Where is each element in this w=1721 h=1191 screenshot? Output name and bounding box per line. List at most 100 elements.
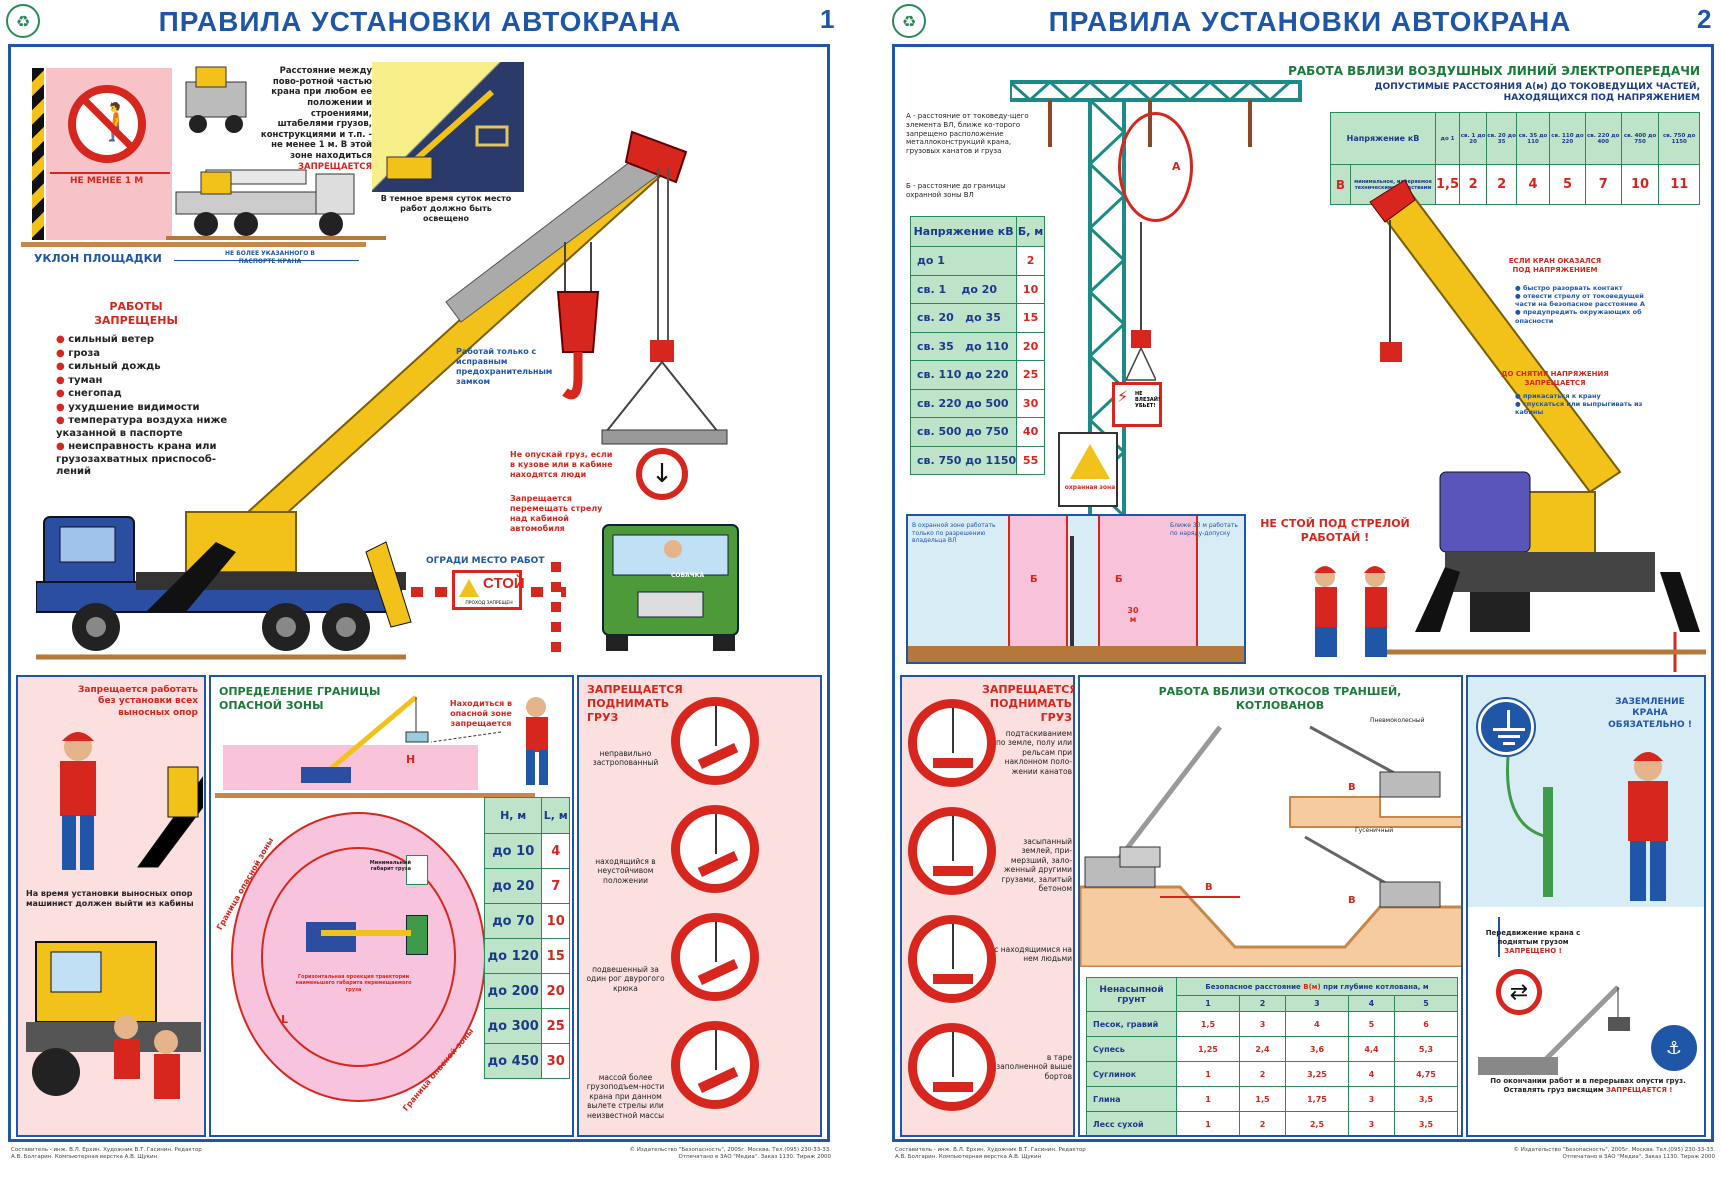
stop-sign: СТОЙ ПРОХОД ЗАПРЕЩЕН: [452, 570, 525, 610]
truck-crane-illustration-2: [1369, 179, 1706, 672]
bullet-icon: ●: [56, 441, 69, 452]
bullet-icon: ●: [1515, 392, 1523, 400]
lift-forbidden-icon: [908, 699, 996, 787]
lift-forbidden-title-2: ЗАПРЕЩАЕТСЯ ПОДНИМАТЬ ГРУЗ: [982, 683, 1075, 724]
danger-zone-title: ОПРЕДЕЛЕНИЕ ГРАНИЦЫ ОПАСНОЙ ЗОНЫ: [219, 685, 381, 712]
slopes-panel: РАБОТА ВБЛИЗИ ОТКОСОВ ТРАНШЕЙ, КОТЛОВАНО…: [1078, 675, 1463, 1137]
crane-with-load-illustration: [1478, 985, 1630, 1075]
dont-stand-text: НЕ СТОЙ ПОД СТРЕЛОЙ РАБОТАЙ !: [1260, 517, 1410, 544]
pneumatic-label: Пневмоколесный: [1370, 717, 1425, 724]
not-near-sign: ⚡ НЕ ВЛЕЗАЙ! УБЬЕТ!: [1112, 382, 1162, 427]
poster1-top-panel: 🚶 НЕ МЕНЕЕ 1 М Расстояние между пово-рот…: [16, 52, 822, 672]
fence-label: ОГРАДИ МЕСТО РАБОТ: [426, 556, 545, 566]
workers-crane-illustration: [26, 941, 201, 1099]
work-forbidden-item: ● снегопад: [56, 388, 122, 399]
work-forbidden-item: ● сильный ветер: [56, 334, 155, 345]
hazard-stripe: [32, 68, 44, 240]
work-forbidden-title: РАБОТЫ ЗАПРЕЩЕНЫ: [94, 300, 178, 327]
under-voltage-item: ● быстро разорвать контакт: [1515, 284, 1623, 292]
soil-table: Ненасыпной грунт Безопасное расстояние В…: [1086, 977, 1459, 1135]
bullet-icon: ●: [56, 334, 69, 345]
lift-forbidden-text: находящийся в неустойчивом положении: [595, 857, 656, 885]
slopes-illustration: [1080, 725, 1461, 967]
outriggers-forbidden-text: Запрещается работать без установки всех …: [77, 685, 198, 718]
b-definition: Б - расстояние до границы охранной зоны …: [906, 182, 1006, 199]
poster1-footer-left: Составитель - инж. В.Л. Ерхин. Художник …: [11, 1147, 202, 1161]
operator-exit-text: На время установки выносных опор машинис…: [26, 889, 194, 908]
distance-a-circle: [1118, 112, 1193, 222]
lift-forbidden-panel-1: ЗАПРЕЩАЕТСЯ ПОДНИМАТЬ ГРУЗ неправильно з…: [577, 675, 822, 1137]
grounding-worker-illustration: [1506, 752, 1668, 901]
truck-crane-illustration: [36, 130, 728, 660]
crane-rear-sketch: [185, 66, 247, 133]
horizontal-projection-label: Горизонтальная проекция траектории наиме…: [295, 974, 412, 993]
dark-time-text: В темное время суток место работ должно …: [380, 194, 512, 223]
grounding-text: ЗАЗЕМЛЕНИЕ КРАНА ОБЯЗАТЕЛЬНО !: [1608, 697, 1692, 730]
a-label: А: [1172, 160, 1181, 173]
lift-forbidden-icon: [671, 1021, 759, 1109]
min-distance-label: НЕ МЕНЕЕ 1 М: [70, 176, 144, 186]
until-off-title: ДО СНЯТИЯ НАПРЯЖЕНИЯ ЗАПРЕЩАЕТСЯ: [1501, 370, 1609, 387]
moving-forbidden-text: Передвижение крана с поднятым грузом ЗАП…: [1485, 929, 1581, 955]
power-lines-sub: ДОПУСТИМЫЕ РАССТОЯНИЯ А(м) ДО ТОКОВЕДУЩИ…: [1374, 82, 1700, 104]
no-move-boom-text: Запрещается перемещать стрелу над кабино…: [510, 494, 603, 533]
work-forbidden-item: ● сильный дождь: [56, 361, 161, 372]
lift-forbidden-icon: [671, 697, 759, 785]
l-label: L: [281, 1013, 289, 1026]
lift-forbidden-text: массой более грузоподъем-ности крана при…: [586, 1073, 665, 1120]
work-forbidden-item: ● температура воздуха ниже указанной в п…: [56, 415, 228, 439]
under-voltage-item: ● предупредить окружающих об опасности: [1515, 308, 1642, 325]
no-pedestrian-icon: 🚶: [68, 85, 146, 163]
security-zone-sign: охранная зона: [1058, 432, 1118, 507]
poster2-footer-left: Составитель - инж. В.Л. Ерхин. Художник …: [895, 1147, 1086, 1161]
zone-permit-left: В охранной зоне работать только по разре…: [912, 522, 996, 544]
hook-note: Работай только с исправным предохранител…: [456, 347, 553, 386]
tracked-label: Гусеничный: [1355, 827, 1394, 834]
until-off-item: ● спускаться или выпрыгивать из кабины: [1515, 400, 1643, 417]
truck-plate: СОБАЧКА: [671, 572, 705, 579]
bullet-icon: ●: [56, 401, 69, 413]
poster2-title: ПРАВИЛА УСТАНОВКИ АВТОКРАНА: [1048, 6, 1572, 37]
poster2-number: 2: [1697, 4, 1712, 34]
grounding-icon: [1478, 699, 1534, 755]
poster2: А А - расстояние от токоведу-щего элемен…: [892, 44, 1715, 1160]
lift-forbidden-icon: [908, 1023, 996, 1111]
work-forbidden-item: ● неисправность крана или грузозахватных…: [56, 441, 217, 477]
under-voltage-list: ● быстро разорвать контакт● отвести стре…: [1515, 284, 1650, 325]
under-voltage-title: ЕСЛИ КРАН ОКАЗАЛСЯ ПОД НАПРЯЖЕНИЕМ: [1508, 257, 1602, 274]
down-arrow-icon: ↓: [636, 448, 688, 500]
poster1-title: ПРАВИЛА УСТАНОВКИ АВТОКРАНА: [158, 6, 682, 37]
a-definition: А - расстояние от токоведу-щего элемента…: [906, 112, 1029, 155]
bullet-icon: ●: [56, 415, 69, 426]
zone-crane-sketch: [301, 695, 548, 785]
poster2-footer-right: © Издательство "Безопасность", 2005г. Мо…: [1513, 1147, 1715, 1161]
crane-side-sketch: [166, 169, 386, 240]
no-move-icon: ⇄: [1496, 969, 1542, 1015]
bullet-icon: ●: [1515, 292, 1523, 301]
bullet-icon: ●: [56, 388, 69, 399]
danger-zone-panel: ОПРЕДЕЛЕНИЕ ГРАНИЦЫ ОПАСНОЙ ЗОНЫ Находит…: [209, 675, 574, 1137]
lift-forbidden-title-1: ЗАПРЕЩАЕТСЯ ПОДНИМАТЬ ГРУЗ: [587, 683, 683, 724]
bullet-icon: ●: [1515, 284, 1523, 292]
bullet-icon: ●: [56, 374, 69, 386]
power-lines-title: РАБОТА ВБЛИЗИ ВОЗДУШНЫХ ЛИНИЙ ЭЛЕКТРОПЕР…: [1288, 64, 1700, 78]
workers-illustration: [1314, 566, 1387, 657]
work-forbidden-item: ● туман: [56, 374, 103, 386]
poster1: 🚶 НЕ МЕНЕЕ 1 М Расстояние между пово-рот…: [8, 44, 831, 1160]
lift-forbidden-panel-2: ЗАПРЕЩАЕТСЯ ПОДНИМАТЬ ГРУЗ подтаскивание…: [900, 675, 1075, 1137]
